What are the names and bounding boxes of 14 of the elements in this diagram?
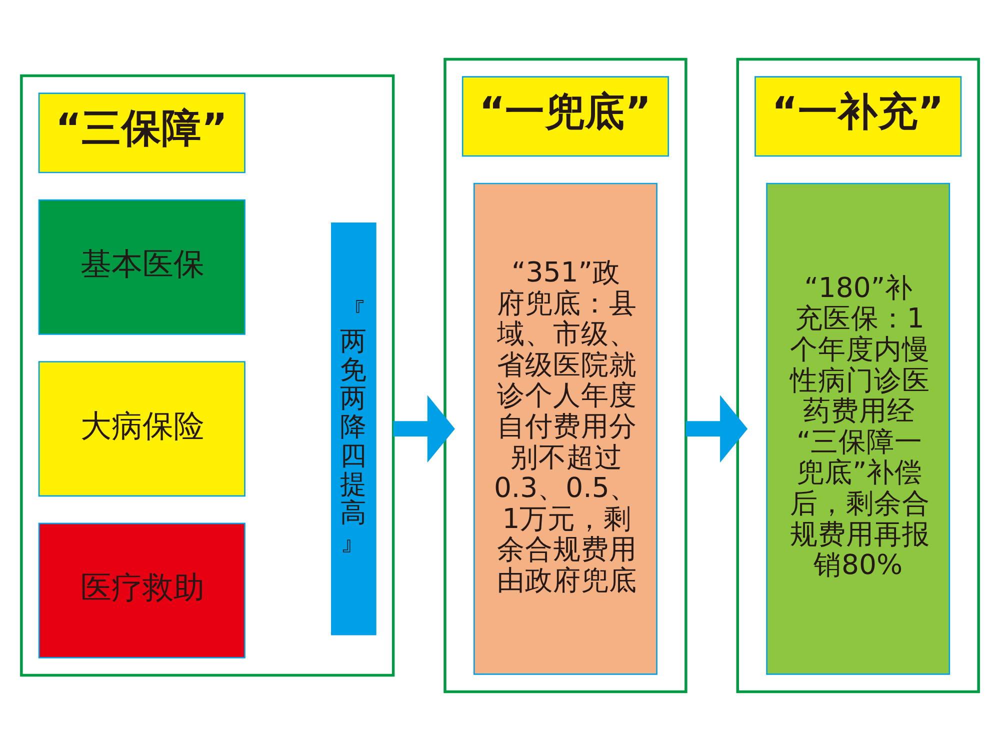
node-box: 医疗救助 [38, 522, 246, 658]
node-box: “三保障” [38, 92, 246, 173]
node-box: 『两免两降四提高』 [331, 222, 376, 635]
arrow [393, 394, 455, 462]
node-box: “351”政府兜底：县域、市级、省级医院就诊个人年度自付费用分别不超过0.3、0.5、1万元，剩余合规费用由政府兜底 [473, 182, 658, 674]
node-box: “一兜底” [462, 76, 669, 156]
node-box: “180”补充医保：1个年度内慢性病门诊医药费用经“三保障一兜底”补偿后，剩余合规费用再报销80% [766, 182, 950, 674]
cluster [20, 74, 395, 676]
arrow [686, 394, 748, 462]
cluster [444, 57, 688, 693]
node-box: 基本医保 [38, 198, 246, 334]
node-box: 大病保险 [38, 360, 246, 496]
node-box: “一补充” [754, 76, 962, 156]
cluster [736, 57, 980, 693]
